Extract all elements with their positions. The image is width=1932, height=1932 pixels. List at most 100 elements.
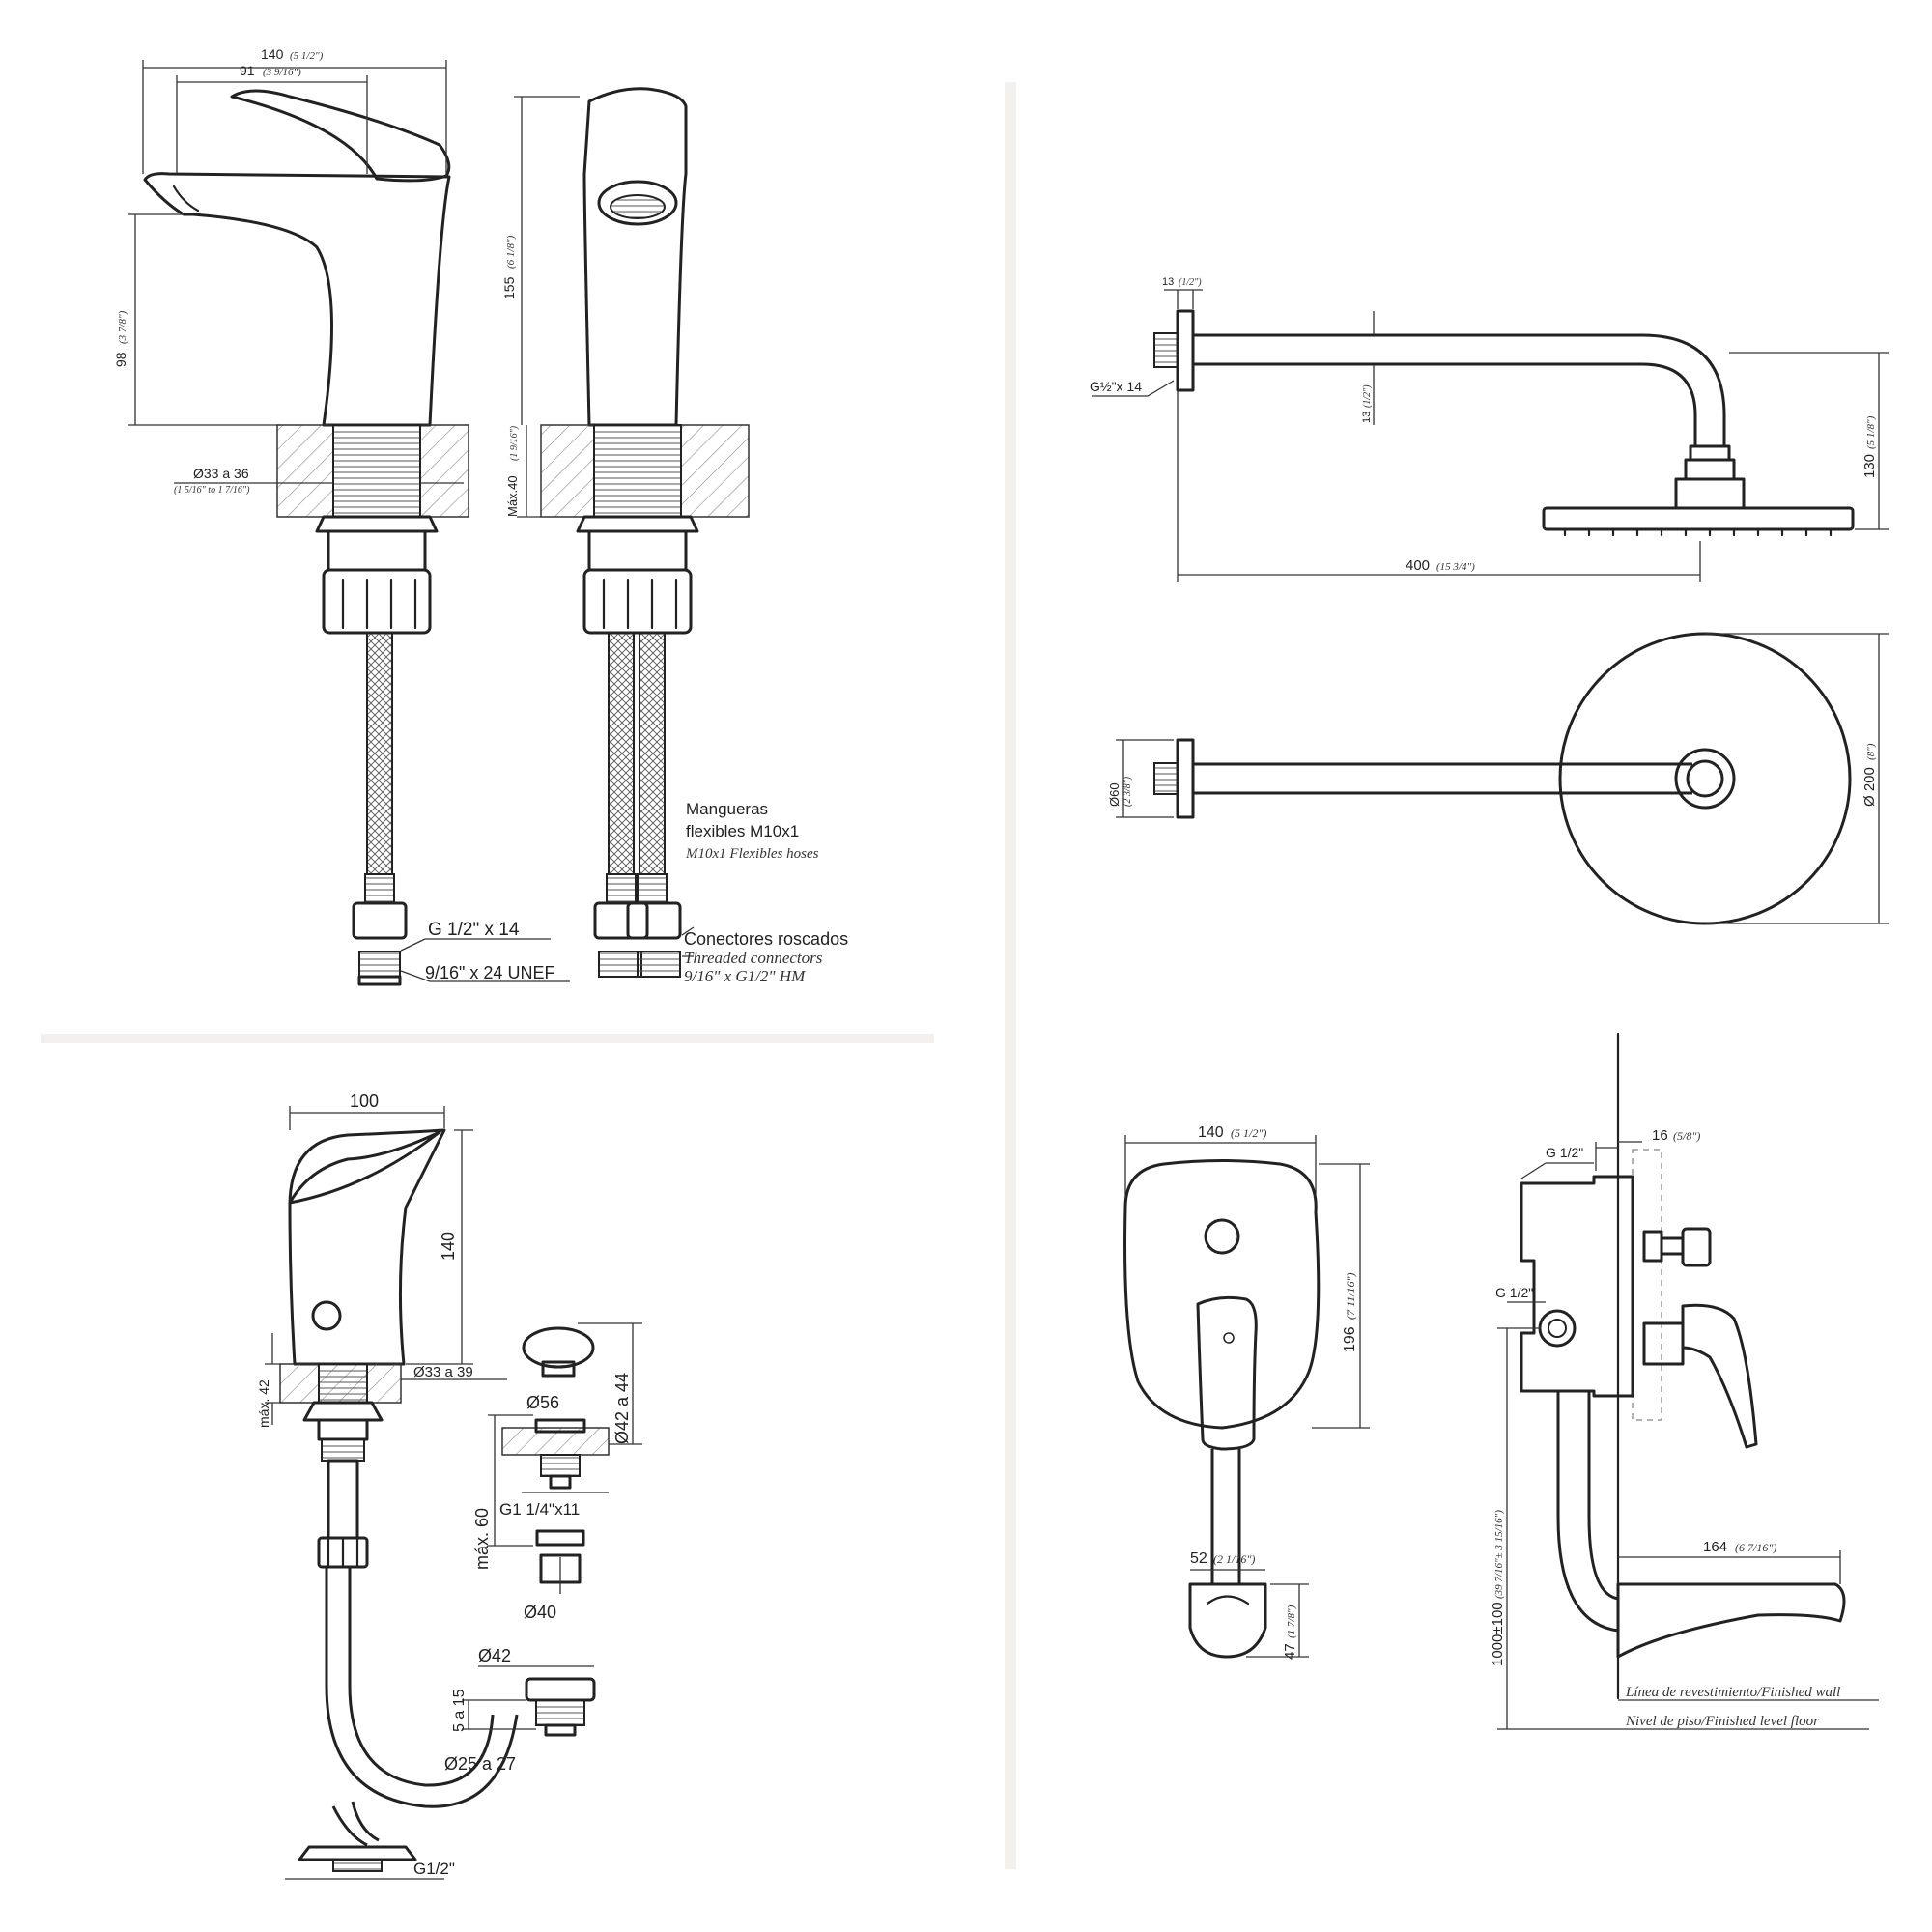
vertical-separator (1005, 82, 1016, 1869)
mixer-trim-plate (1123, 1159, 1321, 1430)
label-unef: 9/16" x 24 UNEF (425, 963, 554, 982)
shower-head-top (1558, 632, 1852, 925)
dim-drop-height: 130 (1861, 454, 1878, 478)
dim-flange-thickness: 13 (1162, 276, 1174, 288)
dim-bidet-inlet: G1/2" (413, 1860, 455, 1878)
bidet-base (298, 1845, 417, 1861)
dim-arm-thread: G½"x 14 (1090, 379, 1142, 394)
dim-install-height: 1000±100 (1490, 1602, 1506, 1666)
svg-text:(8"): (8") (1865, 743, 1877, 760)
svg-text:(2 1/16"): (2 1/16") (1213, 1552, 1255, 1566)
shower-arm-side (1193, 333, 1726, 446)
svg-text:(1/2"): (1/2") (1179, 277, 1202, 288)
diverter-knob-side (1681, 1227, 1712, 1267)
svg-text:(7 11/16"): (7 11/16") (1344, 1273, 1357, 1320)
dim-spout-projection: 164 (1703, 1539, 1727, 1555)
diverter-button (1204, 1218, 1240, 1255)
head-hub-outer (1674, 748, 1736, 810)
bidet-faucet-drawing: 100 140 máx. 42 Ø33 a 39 Ø56 Ø42 a 44 má… (256, 1092, 642, 1880)
dim-drain-diameter: Ø42 (478, 1646, 511, 1665)
flexible-hose-right-b (639, 632, 666, 875)
inlet-port (1538, 1309, 1577, 1348)
svg-text:(6 7/16"): (6 7/16") (1735, 1541, 1776, 1554)
svg-text:(5 1/2"): (5 1/2") (1231, 1126, 1266, 1140)
threaded-shank-left (332, 424, 421, 518)
dim-arm-diameter: 13 (1361, 412, 1373, 423)
dim-plate-width: 140 (1198, 1124, 1224, 1141)
label-finished-wall-es: Línea de revestimiento/ (1625, 1685, 1763, 1700)
wall-flange-side (1176, 309, 1195, 392)
dim-popup-diameter: Ø56 (526, 1393, 559, 1412)
dim-wall-cover: 16 (1652, 1127, 1668, 1144)
label-g-thread: G 1/2" x 14 (428, 920, 520, 940)
tub-mixer-drawing: 140 (5 1/2") 196 (7 11/16") 52 (2 1/16")… (1123, 1032, 1879, 1730)
flexible-hose-left (366, 632, 393, 875)
dim-bidet-hole: Ø33 a 39 (413, 1364, 473, 1380)
dim-hole-diameter: Ø33 a 36 (193, 466, 249, 481)
dim-max-counter: Máx.40 (505, 475, 520, 517)
svg-text:(1 7/8"): (1 7/8") (1286, 1605, 1297, 1638)
dim-width: 140 (261, 46, 284, 62)
drain-flange (525, 1677, 596, 1702)
spout-front (1188, 1582, 1267, 1659)
svg-text:(3 9/16"): (3 9/16") (263, 67, 301, 78)
dim-bidet-max-counter: máx. 42 (256, 1379, 271, 1428)
wall-flange-top (1176, 738, 1195, 819)
dim-total-height: 155 (501, 276, 517, 299)
dim-popup-thread: G1 1/4"x11 (499, 1500, 580, 1519)
bidet-diverter-knob (311, 1300, 342, 1331)
shower-arm-drawing: 13 (1/2") G½"x 14 13 (1/2") 130 (5 1/8")… (1090, 276, 1889, 925)
label-connectors-spec: 9/16" x G1/2" HM (684, 967, 806, 985)
dim-spout-height: 98 (113, 352, 128, 367)
svg-text:(39 7/16"± 3 15/16"): (39 7/16"± 3 15/16") (1493, 1510, 1505, 1599)
shower-head-side (1542, 506, 1855, 531)
lock-nut-left (322, 568, 432, 635)
swivel-nut-side (1684, 458, 1736, 481)
svg-text:(5 1/8"): (5 1/8") (1865, 415, 1877, 449)
popup-cap (522, 1326, 595, 1369)
dim-drain-hole: Ø25 a 27 (444, 1754, 516, 1774)
faucet-side-body (143, 172, 451, 427)
label-connectors-es: Conectores roscados (684, 929, 848, 949)
dim-head-diameter: Ø 200 (1861, 767, 1878, 807)
valve-body-side (1520, 1175, 1634, 1398)
dim-popup-max: máx. 60 (472, 1508, 492, 1570)
svg-text:flexibles M10x1: flexibles M10x1 (686, 822, 799, 840)
dim-bidet-reach: 100 (350, 1092, 379, 1111)
label-hose-en: M10x1 Flexibles hoses (685, 846, 819, 862)
arm-threaded-end (1153, 332, 1179, 368)
horizontal-separator (41, 1034, 934, 1043)
dim-side-inlet: G 1/2" (1495, 1285, 1533, 1300)
tub-spout-side (1616, 1582, 1846, 1659)
threaded-shank-right (593, 424, 682, 518)
dim-popup-hole: Ø42 a 44 (612, 1373, 632, 1444)
dim-top-inlet: G 1/2" (1546, 1145, 1583, 1160)
label-floor-es: Nivel de piso/ (1625, 1714, 1707, 1729)
svg-text:(5/8"): (5/8") (1673, 1129, 1700, 1143)
wall-cover-dashed (1632, 1149, 1662, 1421)
bidet-body (288, 1128, 446, 1366)
svg-text:(6 1/8"): (6 1/8") (505, 235, 517, 269)
aerator-front (597, 180, 678, 226)
label-finished-wall-en: Finished wall (1760, 1685, 1840, 1700)
basin-faucet-drawing: 140 (5 1/2") 91 (3 9/16") 98 (3 7/8") 15… (113, 46, 848, 986)
label-floor-en: Finished level floor (1705, 1714, 1820, 1729)
svg-text:(1/2"): (1/2") (1362, 384, 1373, 408)
dim-flange-diameter: Ø60 (1107, 782, 1122, 807)
mixer-handle-side (1681, 1303, 1758, 1449)
svg-text:(2 3/8"): (2 3/8") (1122, 776, 1133, 807)
dim-popup-body: Ø40 (524, 1603, 556, 1622)
flexible-hose-right-a (608, 632, 635, 875)
dim-arm-length: 400 (1406, 557, 1430, 574)
svg-text:(15 3/4"): (15 3/4") (1436, 561, 1475, 573)
dim-spout-width: 52 (1190, 1550, 1208, 1567)
dim-reach: 91 (240, 63, 255, 78)
faucet-side-lever (230, 89, 451, 183)
lock-nut-right (582, 568, 693, 635)
svg-text:(1 9/16"): (1 9/16") (509, 425, 520, 461)
threaded-connector-left (358, 951, 401, 978)
svg-text:(5 1/2"): (5 1/2") (290, 50, 324, 62)
svg-text:(1 5/16" to 1 7/16"): (1 5/16" to 1 7/16") (174, 485, 250, 496)
svg-text:Nivel de piso/Finished level f: Nivel de piso/Finished level floor (1625, 1714, 1819, 1729)
